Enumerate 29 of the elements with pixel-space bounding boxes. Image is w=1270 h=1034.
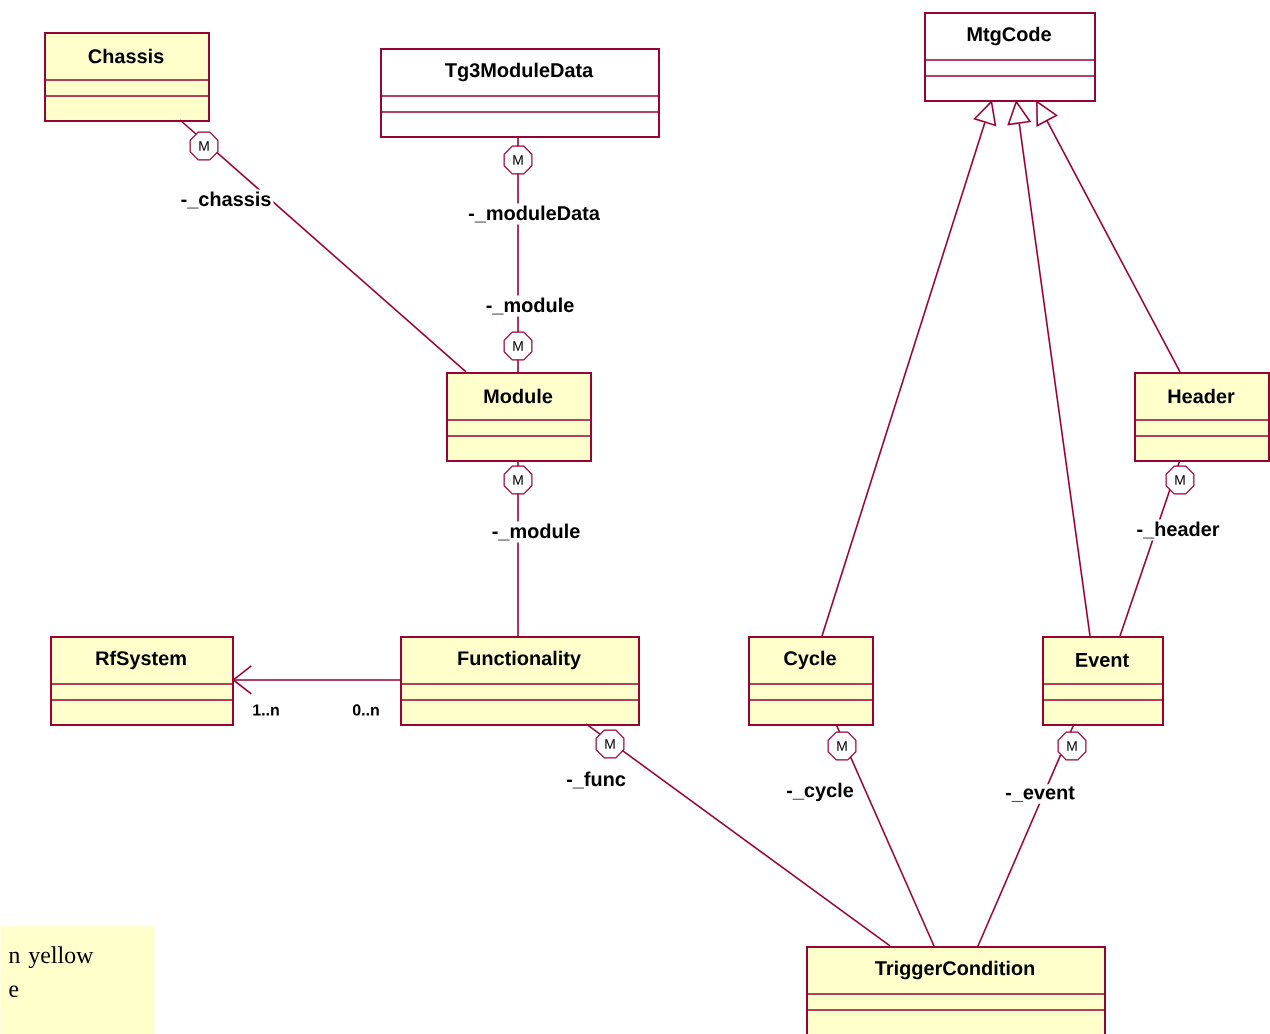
role-label: -_module bbox=[483, 295, 577, 317]
connector bbox=[517, 459, 519, 637]
connector bbox=[179, 119, 467, 373]
class-box: Chassis bbox=[43, 32, 210, 122]
class-box: Functionality bbox=[399, 635, 640, 726]
role-label: -_event bbox=[1003, 784, 1077, 804]
connector bbox=[1119, 459, 1181, 637]
role-label: -_func bbox=[564, 769, 628, 791]
role-label: -_module bbox=[489, 521, 583, 543]
class-box: Header bbox=[1133, 371, 1270, 462]
note-box: n yellow e bbox=[0, 926, 155, 1034]
class-box: Event bbox=[1041, 635, 1164, 726]
connector bbox=[232, 665, 401, 695]
role-label: -_header bbox=[1134, 519, 1222, 541]
class-box: MtgCode bbox=[923, 12, 1096, 102]
connector bbox=[585, 723, 891, 947]
role-label: -_moduleData bbox=[466, 203, 602, 225]
connector bbox=[835, 723, 935, 947]
class-box: RfSystem bbox=[49, 635, 234, 726]
role-label: -_cycle bbox=[784, 780, 856, 804]
connector bbox=[1036, 100, 1181, 373]
connector bbox=[1007, 100, 1091, 637]
connector bbox=[821, 100, 997, 637]
class-box: Tg3ModuleData bbox=[379, 48, 660, 138]
class-box: Module bbox=[445, 371, 592, 462]
role-label: -_chassis bbox=[178, 189, 274, 211]
connector bbox=[977, 723, 1075, 947]
class-box: Cycle bbox=[747, 635, 874, 726]
class-box: TriggerCondition bbox=[805, 945, 1106, 1034]
